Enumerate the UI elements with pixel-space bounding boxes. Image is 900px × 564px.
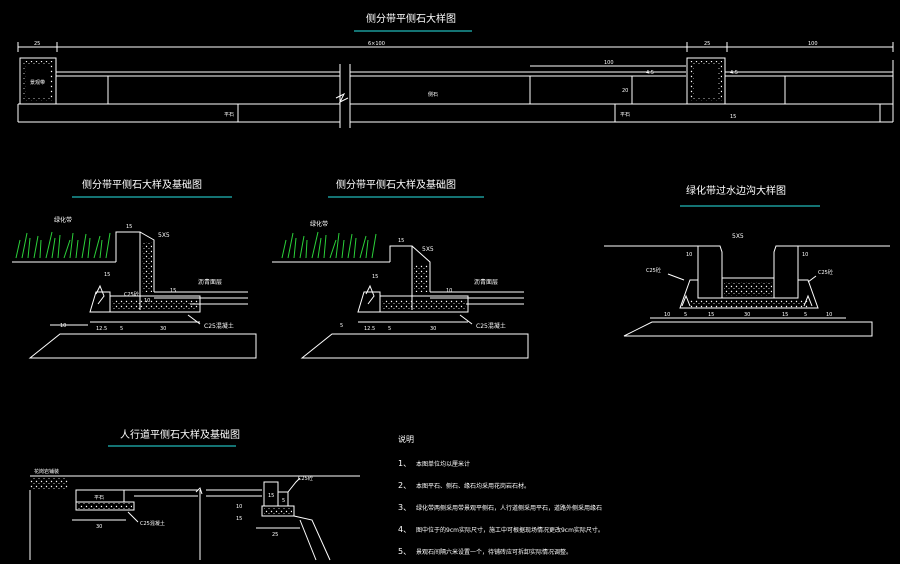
- svg-text:5: 5: [388, 326, 391, 332]
- svg-text:侧石: 侧石: [428, 91, 438, 98]
- svg-text:平石: 平石: [94, 495, 104, 501]
- detail-1: 侧分带平侧石大样及基础图 绿化带 5X5 15 15 C25砼 沥青面层 15 …: [12, 178, 257, 359]
- svg-text:C25砼: C25砼: [818, 269, 833, 276]
- svg-text:10: 10: [144, 298, 150, 304]
- svg-text:25: 25: [34, 41, 40, 47]
- note-2: 本图平石、侧石、缘石均采用花岗岩石材。: [416, 482, 530, 490]
- svg-text:平石: 平石: [224, 112, 234, 118]
- svg-text:15: 15: [708, 312, 714, 318]
- svg-text:5X5: 5X5: [732, 233, 744, 240]
- svg-text:10: 10: [236, 504, 242, 510]
- svg-text:10: 10: [826, 312, 832, 318]
- detail-4-title: 人行道平侧石大样及基础图: [120, 428, 240, 441]
- svg-text:10: 10: [686, 252, 692, 258]
- notes-heading: 说明: [398, 434, 414, 444]
- svg-text:100: 100: [604, 60, 614, 66]
- curb-stone-2: [389, 245, 413, 310]
- svg-text:10: 10: [802, 252, 808, 258]
- svg-text:10: 10: [664, 312, 670, 318]
- svg-text:15: 15: [126, 224, 132, 230]
- svg-text:沥青面层: 沥青面层: [474, 278, 498, 286]
- svg-text:绿化带: 绿化带: [54, 216, 72, 224]
- svg-text:C25砼: C25砼: [646, 267, 661, 274]
- svg-text:C25砼: C25砼: [298, 475, 313, 482]
- svg-text:花岗岩铺装: 花岗岩铺装: [34, 468, 59, 475]
- note-4: 图中位于的9cm实际尺寸，施工中可根据现场情况更改9cm实际尺寸。: [416, 526, 604, 534]
- svg-text:平石: 平石: [620, 112, 630, 118]
- svg-text:C25混凝土: C25混凝土: [140, 520, 165, 527]
- svg-text:12.5: 12.5: [364, 326, 375, 332]
- svg-text:6×100: 6×100: [368, 41, 385, 47]
- svg-text:100: 100: [808, 41, 818, 47]
- svg-text:15: 15: [104, 272, 110, 278]
- svg-text:5: 5: [282, 498, 285, 504]
- svg-text:10: 10: [60, 323, 66, 329]
- svg-text:15: 15: [398, 238, 404, 244]
- detail-3: 绿化带过水边沟大样图 5X5 C25砼 C25砼 10 10 10 5 15 3…: [604, 184, 890, 337]
- svg-text:15: 15: [730, 114, 736, 120]
- svg-text:30: 30: [430, 326, 436, 332]
- svg-text:C25砼: C25砼: [124, 291, 139, 298]
- note-3: 绿化带两侧采用带景观平侧石，人行道侧采用平石，道路外侧采用缘石: [416, 504, 602, 512]
- svg-text:2、: 2、: [398, 481, 411, 490]
- svg-text:25: 25: [272, 532, 278, 538]
- svg-text:30: 30: [96, 524, 102, 530]
- notes: 说明 1、 本图单位均以厘米计 2、 本图平石、侧石、缘石均采用花岗岩石材。 3…: [398, 434, 604, 556]
- curb-stone-1: [115, 231, 141, 310]
- svg-text:12.5: 12.5: [96, 326, 107, 332]
- svg-text:4.5: 4.5: [730, 70, 738, 76]
- plan-break-marks: [339, 64, 351, 128]
- svg-text:沥青面层: 沥青面层: [198, 278, 222, 286]
- detail-4: 人行道平侧石大样及基础图 花岗岩铺装 平石 C25混凝土 30 C25砼 15 …: [29, 428, 360, 561]
- svg-text:20: 20: [622, 88, 628, 94]
- grass-1: [15, 231, 111, 259]
- svg-text:30: 30: [160, 326, 166, 332]
- grass-2: [281, 231, 377, 259]
- svg-text:5X5: 5X5: [158, 232, 170, 239]
- svg-text:绿化带: 绿化带: [310, 220, 328, 228]
- svg-text:C25混凝土: C25混凝土: [476, 322, 506, 330]
- detail-1-title: 侧分带平侧石大样及基础图: [82, 178, 202, 191]
- svg-text:5: 5: [340, 323, 343, 329]
- svg-text:3、: 3、: [398, 503, 411, 512]
- note-1: 本图单位均以厘米计: [416, 460, 470, 468]
- detail-3-title: 绿化带过水边沟大样图: [686, 184, 786, 197]
- detail-2-title: 侧分带平侧石大样及基础图: [336, 178, 456, 191]
- svg-text:15: 15: [372, 274, 378, 280]
- svg-text:25: 25: [704, 41, 710, 47]
- svg-text:10: 10: [446, 288, 452, 294]
- svg-text:5、: 5、: [398, 547, 411, 556]
- svg-text:15: 15: [782, 312, 788, 318]
- svg-text:1、: 1、: [398, 459, 411, 468]
- svg-text:5: 5: [120, 326, 123, 332]
- plan-view: 侧分带平侧石大样图 25 6×100 25 100 100 景观带: [17, 12, 894, 128]
- svg-text:4.5: 4.5: [646, 70, 654, 76]
- svg-text:15: 15: [236, 516, 242, 522]
- svg-text:5X5: 5X5: [422, 246, 434, 253]
- svg-text:4、: 4、: [398, 525, 411, 534]
- note-5: 景观石间隔六米设置一个，待铺砖应可拆卸实际情况调整。: [416, 548, 572, 556]
- svg-text:30: 30: [744, 312, 750, 318]
- granite-paving: [30, 478, 68, 490]
- svg-text:景观带: 景观带: [30, 79, 45, 86]
- svg-text:15: 15: [268, 493, 274, 499]
- detail-2: 侧分带平侧石大样及基础图 绿化带 5X5 15 15 沥青面层 10 12.5 …: [272, 178, 529, 359]
- plan-title: 侧分带平侧石大样图: [366, 12, 456, 25]
- svg-text:C25混凝土: C25混凝土: [204, 322, 234, 330]
- svg-text:15: 15: [170, 288, 176, 294]
- svg-text:5: 5: [804, 312, 807, 318]
- svg-text:5: 5: [684, 312, 687, 318]
